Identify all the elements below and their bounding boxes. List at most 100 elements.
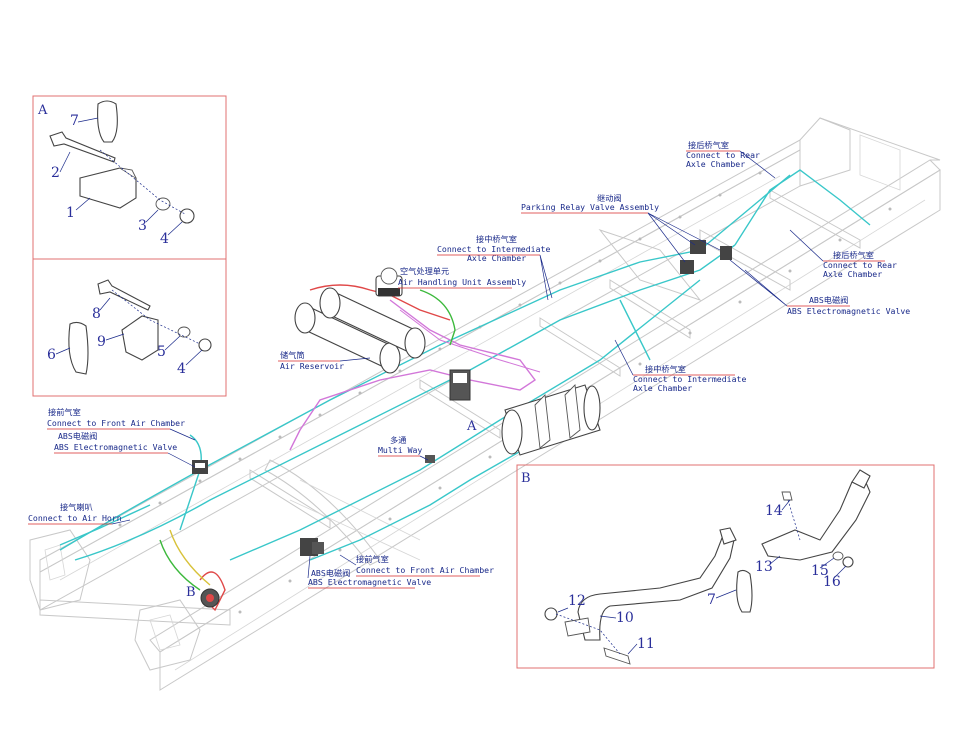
front-chamber-1-label-cn: 接前气室 <box>48 407 81 417</box>
multi-way-label-cn: 多通 <box>390 435 406 445</box>
inset-a-num-4-top: 4 <box>160 231 169 247</box>
pipe-cyan-rear <box>734 169 871 246</box>
inset-a-bolt-top <box>49 131 116 163</box>
mid-axle-2-label-cn: 接中桥气室 <box>645 364 686 374</box>
pipe-green-front <box>159 539 201 591</box>
mid-axle-2-label-en: Connect to Intermediate <box>633 374 746 384</box>
inset-a-nut-bottom <box>198 338 212 352</box>
horn-label-en: Connect to Air Horn <box>28 513 122 523</box>
inset-b-num-15: 15 <box>811 563 829 579</box>
rear-axle-2-label-en: Connect to Rear <box>823 260 897 270</box>
inset-b-num-14: 14 <box>765 503 783 519</box>
inset-b-washer-15 <box>832 551 844 561</box>
rear-axle-1-label-en: Connect to Rear <box>686 150 760 160</box>
pipe-red-front <box>199 571 226 612</box>
parking-relay-valve <box>680 240 732 274</box>
reservoir-label-cn: 储气筒 <box>280 350 305 360</box>
reservoir-label-en: Air Reservoir <box>280 361 344 371</box>
inset-a-num-1: 1 <box>66 205 75 221</box>
inset-a-num-6: 6 <box>47 347 56 363</box>
pipe-cyan-2 <box>74 244 736 561</box>
inset-a-bolt-bottom <box>97 279 151 311</box>
mid-axle-1-label-cn: 接中桥气室 <box>476 234 517 244</box>
abs-front-2-label-cn: ABS电磁阀 <box>311 568 350 578</box>
inset-b-bracket-10 <box>564 617 591 637</box>
abs-rear-label-en: ABS Electromagnetic Valve <box>787 306 910 316</box>
pipe-cyan-horn <box>59 504 151 546</box>
horn-label-cn: 接气喇叭 <box>60 502 93 512</box>
inset-a-num-4-bottom: 4 <box>177 361 186 377</box>
pipe-cyan-4 <box>309 439 541 561</box>
inset-a-washer-bottom <box>177 326 191 338</box>
inset-b-bolt-11 <box>603 647 631 665</box>
air-pipes <box>59 169 871 612</box>
air-handling-unit <box>375 267 403 297</box>
multi-way-label-en: Multi Way <box>378 445 422 455</box>
inset-b-letter: B <box>521 471 531 486</box>
air-handling-label-en: Air Handling Unit Assembly <box>398 277 526 287</box>
rear-axle-2-label-en-2: Axle Chamber <box>823 269 882 279</box>
rear-tank <box>501 384 601 456</box>
mid-axle-1-label-en: Connect to Intermediate <box>437 244 550 254</box>
mid-axle-2-label-en-2: Axle Chamber <box>633 383 692 393</box>
inset-b-clamp-7 <box>736 569 753 613</box>
rear-axle-2-label-cn: 接后桥气室 <box>833 250 874 260</box>
inset-a-nut-top <box>179 208 195 224</box>
pipe-cyan-front <box>179 434 202 531</box>
pipe-green <box>419 289 456 346</box>
inset-b-num-12: 12 <box>568 593 586 609</box>
abs-valve-front-2 <box>300 538 324 556</box>
air-reservoir <box>294 287 426 374</box>
front-chamber-2-label-en: Connect to Front Air Chamber <box>356 565 494 575</box>
inset-a-clamp-top <box>97 100 118 143</box>
front-valve-b <box>200 588 220 608</box>
inset-a-num-5: 5 <box>157 344 166 360</box>
labels-main: 接后桥气室 Connect to Rear Axle Chamber 继动阀 P… <box>28 140 910 600</box>
pipe-cyan-mid <box>619 299 651 361</box>
inset-b-num-7: 7 <box>707 592 716 608</box>
inset-b-num-10: 10 <box>616 610 634 626</box>
inset-b-num-11: 11 <box>637 636 655 652</box>
relay-valve-label-cn: 继动阀 <box>597 193 622 203</box>
inset-a-clamp-bottom <box>68 321 89 375</box>
inset-b-num-16: 16 <box>823 574 841 590</box>
inset-b-nut-16 <box>842 556 854 568</box>
air-handling-label-cn: 空气处理单元 <box>400 266 449 276</box>
abs-valve-front-1 <box>192 460 208 474</box>
inset-a-num-2: 2 <box>51 165 60 181</box>
inset-a-bracket-bottom <box>121 315 159 361</box>
relay-valve-label-en: Parking Relay Valve Assembly <box>521 202 659 212</box>
inset-b-num-13: 13 <box>755 559 773 575</box>
inset-a-num-7: 7 <box>70 113 79 129</box>
callout-a: A <box>466 419 477 434</box>
inset-a-bracket-top <box>79 167 137 209</box>
mid-axle-1-label-en-2: Axle Chamber <box>467 253 526 263</box>
pipe-magenta-2 <box>399 309 541 373</box>
rear-axle-1-label-en-2: Axle Chamber <box>686 159 745 169</box>
pipe-magenta <box>289 299 537 451</box>
inset-a-num-8: 8 <box>92 306 101 322</box>
rear-axle-1-label-cn: 接后桥气室 <box>688 140 729 150</box>
pipe-cyan-3 <box>229 279 701 561</box>
multi-way-fitting <box>425 455 435 463</box>
abs-front-2-label-en: ABS Electromagnetic Valve <box>308 577 431 587</box>
inset-a-washer-top <box>155 197 171 211</box>
pipe-cyan-main <box>59 174 791 551</box>
pipe-yellow-front <box>169 529 211 586</box>
abs-front-1-label-cn: ABS电磁阀 <box>58 431 97 441</box>
inset-a: A 7 2 1 3 4 8 9 5 6 4 <box>32 95 227 397</box>
front-chamber-2-label-cn: 接前气室 <box>356 554 389 564</box>
inset-a-num-3: 3 <box>138 218 147 234</box>
callout-b: B <box>186 585 196 600</box>
inset-b: B 14 13 15 16 7 12 10 11 <box>516 464 935 669</box>
inset-b-pipe-top <box>761 477 871 561</box>
abs-rear-label-cn: ABS电磁阀 <box>809 295 848 305</box>
inset-b-bolt-14 <box>781 491 793 501</box>
valve-cluster-mid <box>449 369 471 401</box>
inset-b-pipe-bottom <box>577 537 735 641</box>
front-chamber-1-label-en: Connect to Front Air Chamber <box>47 418 185 428</box>
inset-a-letter: A <box>37 103 48 118</box>
abs-front-1-label-en: ABS Electromagnetic Valve <box>54 442 177 452</box>
inset-a-num-9: 9 <box>97 334 106 350</box>
